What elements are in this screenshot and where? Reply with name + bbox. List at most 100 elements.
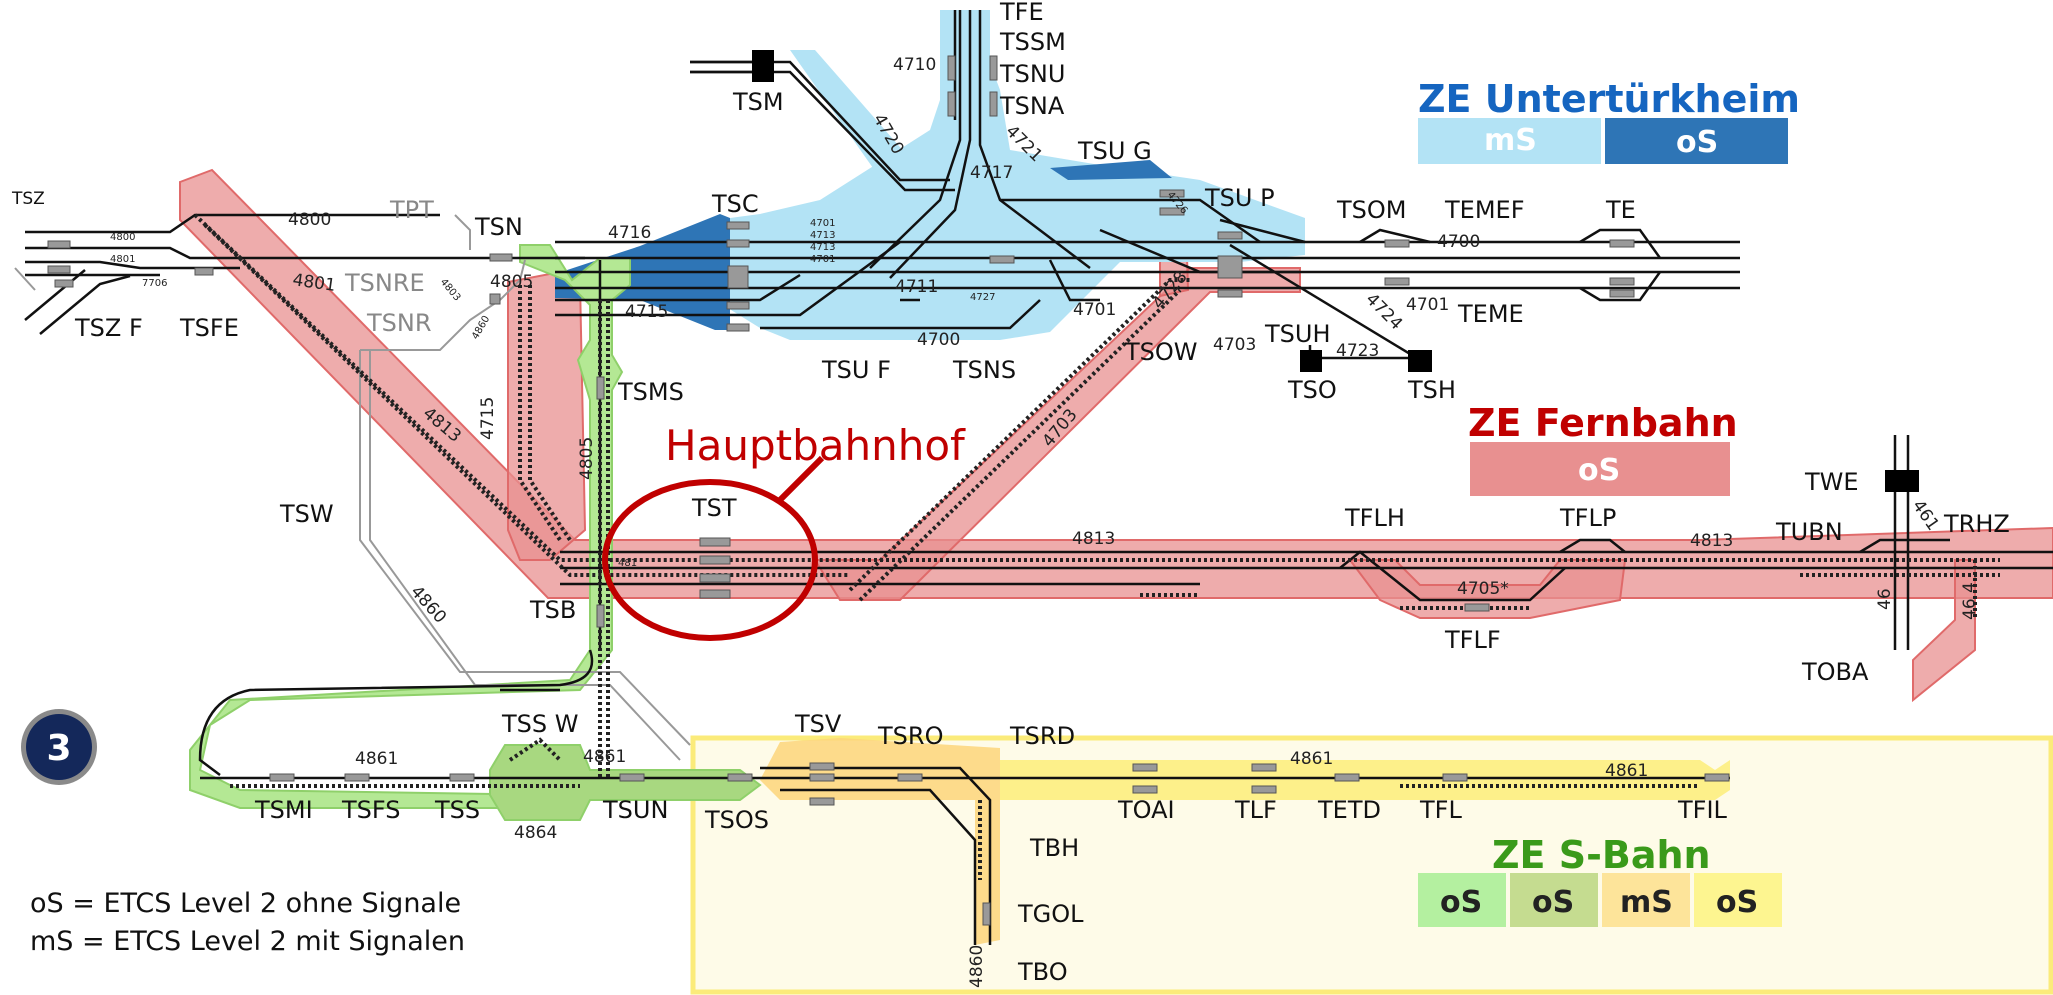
line-number: 4800: [288, 210, 331, 230]
line-number: 4864: [514, 823, 557, 843]
zone-fernbahn-box-os: [1470, 442, 1730, 496]
line-number: 4710: [893, 55, 936, 75]
step-badge: 3: [21, 709, 97, 785]
line-number: 4860: [967, 945, 987, 988]
station-tflf: TFLF: [1444, 626, 1501, 654]
line-number: 4861: [583, 747, 626, 767]
station-tbo: TBO: [1017, 958, 1068, 986]
line-number: 4713: [810, 230, 835, 241]
station-tgol: TGOL: [1017, 900, 1084, 928]
zone-sbahn-box-3: [1602, 873, 1690, 927]
zone-fernbahn-title: ZE Fernbahn: [1468, 401, 1738, 445]
line-number: 4700: [917, 330, 960, 350]
station-tsna: TSNA: [999, 92, 1065, 120]
line-number: 4716: [608, 223, 651, 243]
station-tsb: TSB: [529, 596, 576, 624]
line-number: 4717: [970, 163, 1013, 183]
station-tsfe: TSFE: [179, 314, 239, 342]
station-tsnre: TSNRE: [344, 269, 425, 297]
line-number: 46 4: [1960, 582, 1980, 620]
zone-sbahn-box-2: [1510, 873, 1598, 927]
zone-untertuerkheim: ZE Untertürkheim mS oS: [1418, 77, 1800, 164]
station-temef: TEMEF: [1444, 196, 1525, 224]
signal-markers: [47, 55, 1730, 926]
line-number: 4723: [1336, 341, 1379, 361]
line-number: 4800: [110, 232, 135, 243]
station-labels: TFE TSSM TSNU TSNA TSM TSU G TSU P TSOM …: [11, 0, 2010, 986]
station-toai: TOAI: [1117, 796, 1175, 824]
station-tfil: TFIL: [1677, 796, 1728, 824]
line-number: 4861: [1605, 761, 1648, 781]
station-trhz: TRHZ: [1943, 510, 2010, 538]
line-number: 4805: [490, 272, 533, 292]
zone-untertuerkheim-label-os: oS: [1676, 125, 1718, 160]
station-tsv: TSV: [794, 710, 842, 738]
line-number: 4713: [810, 242, 835, 253]
station-tflh: TFLH: [1344, 504, 1405, 532]
station-tszf: TSZ F: [74, 314, 143, 342]
line-number: 481: [618, 558, 637, 569]
line-number: 4801: [110, 254, 135, 265]
zone-untertuerkheim-title: ZE Untertürkheim: [1418, 77, 1800, 121]
station-tss: TSS: [434, 796, 480, 824]
station-tso: TSO: [1287, 376, 1337, 404]
station-tfl: TFL: [1419, 796, 1462, 824]
station-tsos: TSOS: [704, 806, 769, 834]
line-number: 4803: [438, 277, 463, 304]
line-number: 4861: [1290, 749, 1333, 769]
station-tsup: TSU P: [1204, 184, 1275, 212]
station-twe: TWE: [1804, 468, 1859, 496]
station-tssw: TSS W: [501, 710, 579, 738]
line-number: 4813: [1072, 529, 1115, 549]
line-number: 4705*: [1457, 579, 1509, 599]
station-tsm: TSM: [732, 88, 784, 116]
terminal-blocks: [752, 50, 1919, 492]
line-number: 4701: [1406, 295, 1449, 315]
station-tsun: TSUN: [602, 796, 668, 824]
zone-sbahn-label-2: oS: [1532, 885, 1574, 920]
line-number: 461: [1908, 496, 1943, 534]
station-tsuh: TSUH: [1264, 320, 1331, 348]
station-tfe: TFE: [999, 0, 1044, 26]
zone-sbahn-title: ZE S-Bahn: [1492, 833, 1711, 877]
station-tsh: TSH: [1407, 376, 1456, 404]
station-tflp: TFLP: [1559, 504, 1616, 532]
zone-untertuerkheim-label-ms: mS: [1484, 123, 1537, 158]
station-tetd: TETD: [1317, 796, 1381, 824]
zone-untertuerkheim-box-ms: [1418, 118, 1601, 164]
station-tsro: TSRO: [877, 722, 943, 750]
hauptbahnhof-label: Hauptbahnhof: [665, 421, 966, 470]
legend-ms: mS = ETCS Level 2 mit Signalen: [30, 926, 466, 957]
station-tsc: TSC: [711, 190, 759, 218]
line-number: 4703: [1213, 335, 1256, 355]
station-toba: TOBA: [1801, 658, 1869, 686]
station-teme: TEME: [1457, 300, 1524, 328]
line-number: 46: [1875, 588, 1895, 610]
hauptbahnhof-circle: [602, 479, 818, 641]
zone-fernbahn: ZE Fernbahn oS: [1468, 401, 1738, 496]
station-tsz: TSZ: [11, 189, 45, 209]
sbahn-yellow-band: [1000, 760, 1730, 800]
line-number: 4701: [810, 218, 835, 229]
line-number: 4711: [895, 277, 938, 297]
zone-untertuerkheim-box-os: [1605, 118, 1788, 164]
station-tsnu: TSNU: [999, 60, 1065, 88]
station-tsnr: TSNR: [366, 309, 432, 337]
line-number: 4727: [970, 292, 995, 303]
zone-sbahn-label-3: mS: [1620, 885, 1673, 920]
station-tst: TST: [691, 494, 737, 522]
line-number: 4715: [625, 302, 668, 322]
station-tsom: TSOM: [1336, 196, 1407, 224]
hauptbahnhof-pointer: [777, 455, 825, 503]
line-number: 4701: [810, 254, 835, 265]
zone-sbahn-label-1: oS: [1440, 885, 1482, 920]
zone-fernbahn-label-os: oS: [1578, 453, 1620, 488]
zone-sbahn-label-4: oS: [1716, 885, 1758, 920]
legend-os: oS = ETCS Level 2 ohne Signale: [30, 888, 462, 919]
station-tubn: TUBN: [1775, 518, 1843, 546]
zone-sbahn: ZE S-Bahn oS oS mS oS: [1418, 833, 1782, 927]
line-number: 4715: [478, 397, 498, 440]
station-tsuf: TSU F: [821, 356, 891, 384]
station-tsw: TSW: [279, 500, 334, 528]
station-tssm: TSSM: [999, 28, 1066, 56]
